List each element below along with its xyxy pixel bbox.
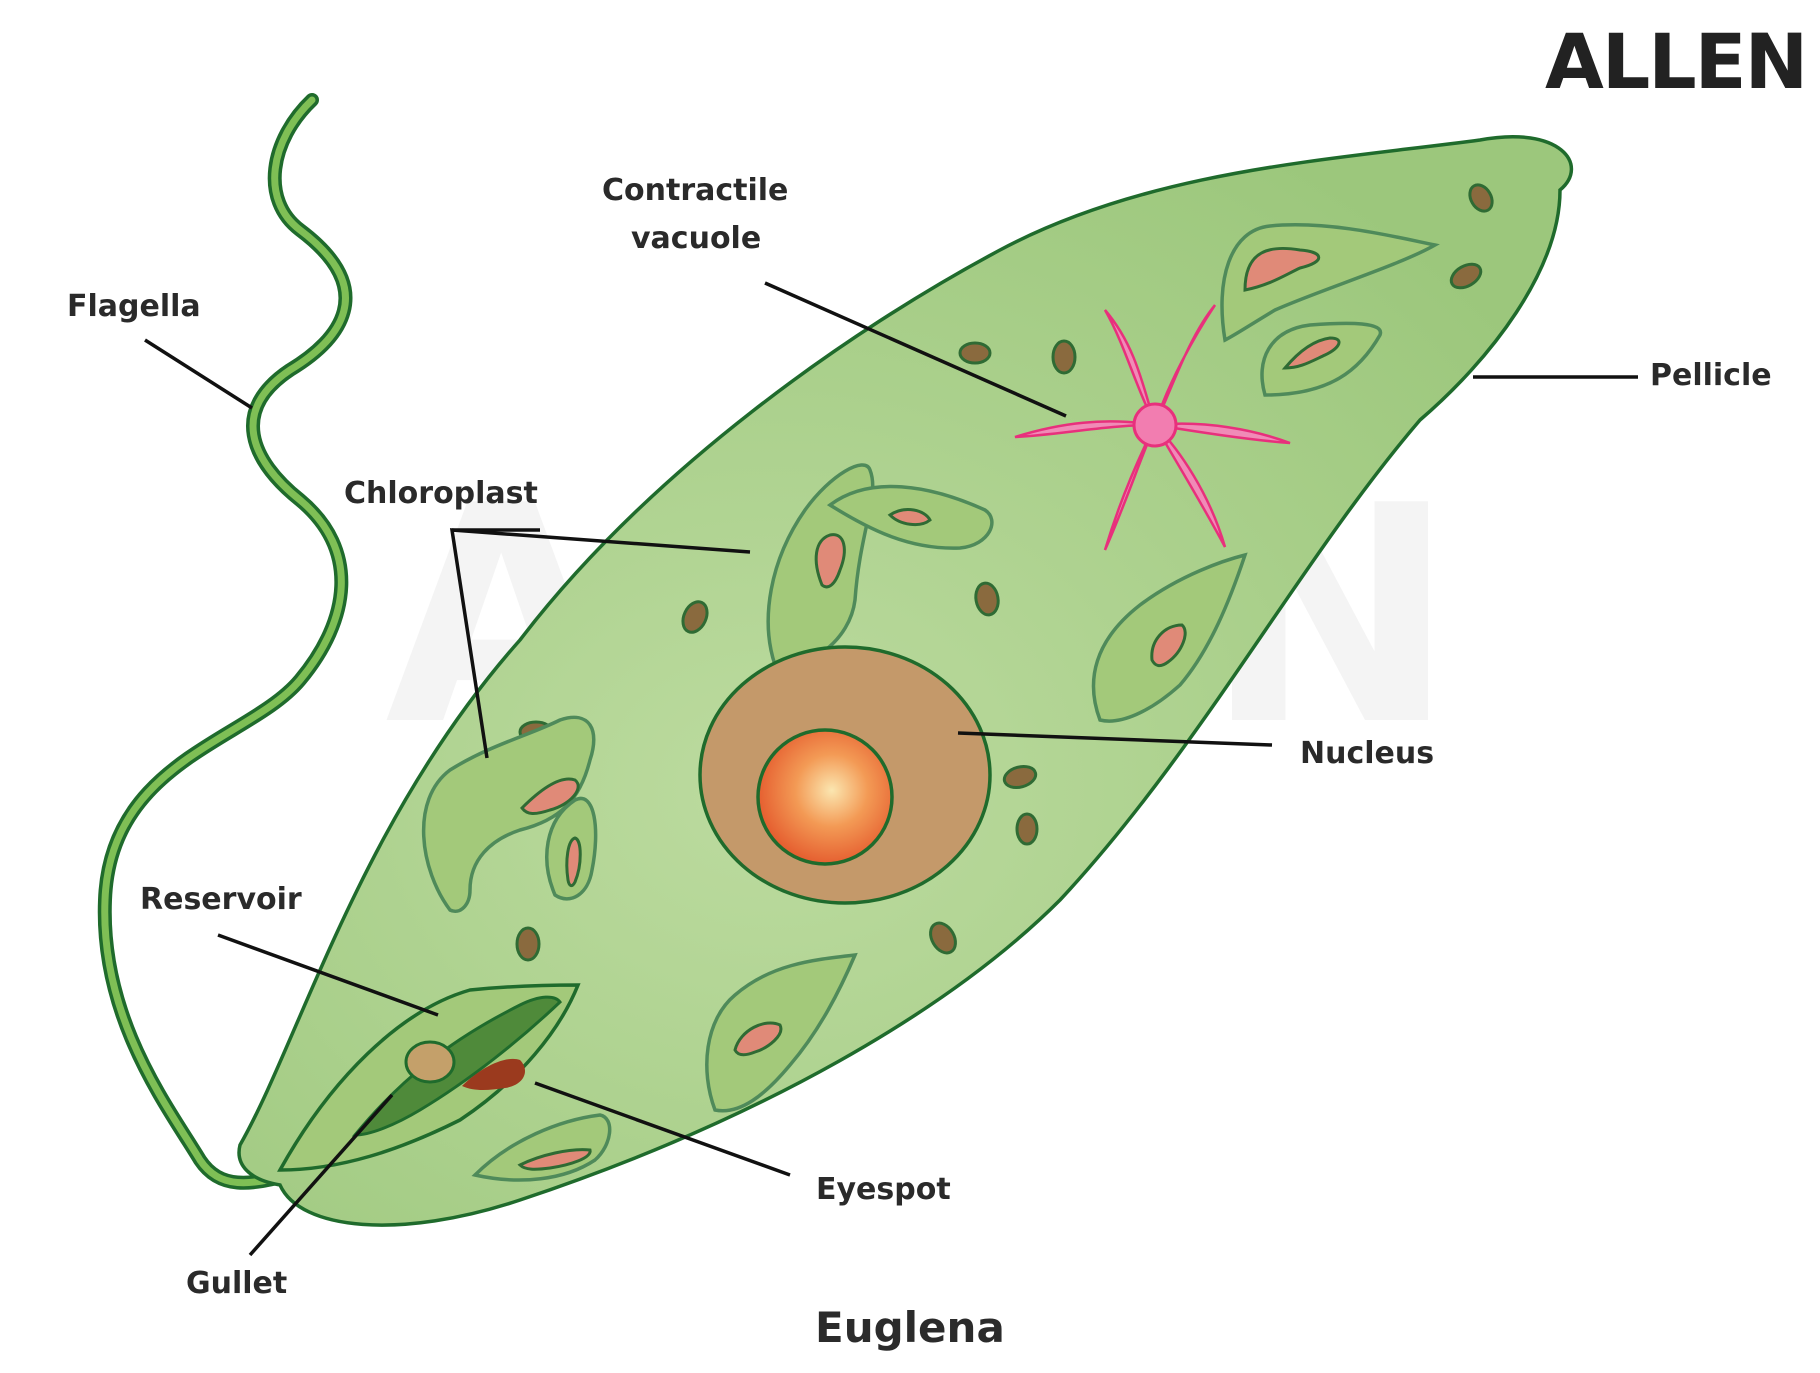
flagellum bbox=[97, 93, 353, 1190]
contractile-vacuole bbox=[1014, 304, 1291, 551]
label-contractile-vacuole-line1: Contractile bbox=[602, 173, 788, 208]
paramylon-granules bbox=[515, 183, 1494, 962]
diagram-title: Euglena bbox=[815, 1303, 1005, 1352]
chloroplasts bbox=[422, 223, 1440, 1182]
label-gullet: Gullet bbox=[186, 1266, 287, 1301]
label-chloroplast: Chloroplast bbox=[344, 476, 538, 511]
eyespot bbox=[462, 1058, 525, 1090]
label-reservoir: Reservoir bbox=[140, 882, 302, 917]
brand-logo: ALLEN bbox=[1545, 17, 1806, 106]
label-nucleus: Nucleus bbox=[1300, 736, 1434, 771]
nucleolus bbox=[756, 728, 894, 866]
leader-lines bbox=[144, 281, 1638, 1257]
label-flagella: Flagella bbox=[67, 289, 201, 324]
nucleus bbox=[698, 645, 992, 905]
label-contractile-vacuole-line2: vacuole bbox=[631, 221, 761, 256]
label-eyespot: Eyespot bbox=[816, 1172, 951, 1207]
label-pellicle: Pellicle bbox=[1650, 358, 1772, 393]
gullet-reservoir bbox=[277, 983, 581, 1172]
